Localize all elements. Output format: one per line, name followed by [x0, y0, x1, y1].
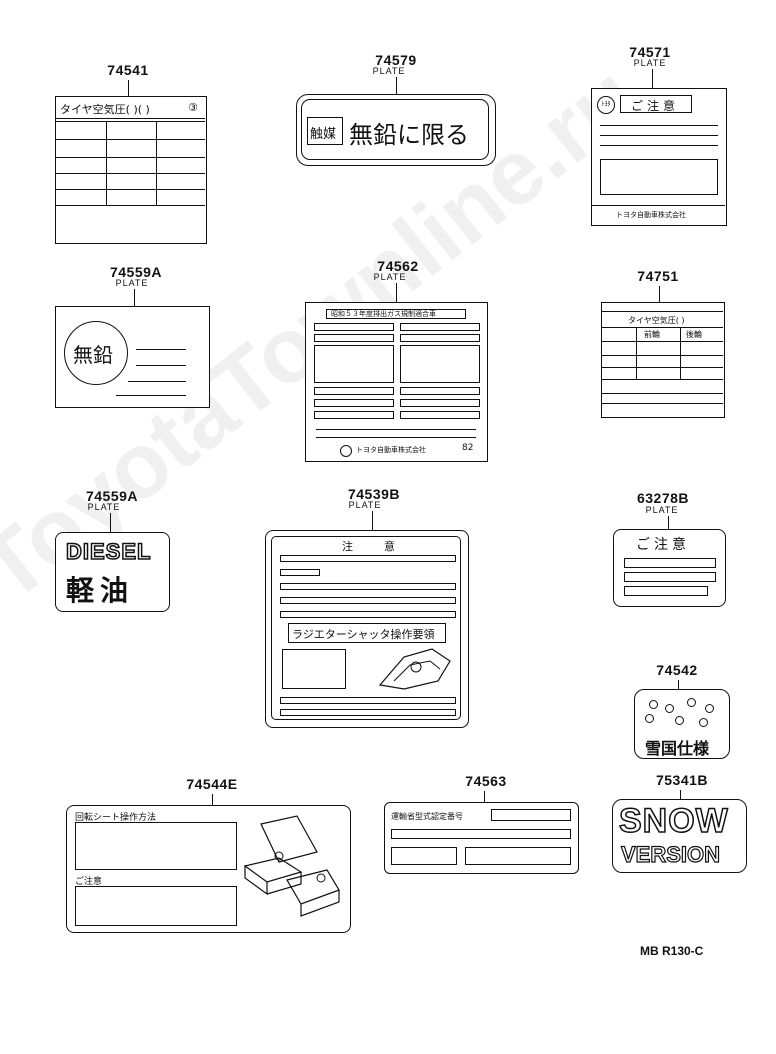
part-number: 74559A: [85, 488, 139, 504]
part-number: 74544E: [186, 776, 238, 792]
plate-label: PLATE: [115, 278, 149, 288]
snow-country-text: 雪国仕様: [645, 739, 710, 758]
plate-label: PLATE: [645, 505, 679, 515]
plate-label: PLATE: [87, 502, 121, 512]
type-approval-text: 運輸省型式認定番号: [391, 812, 463, 821]
diesel-text: DIESEL: [65, 538, 152, 565]
part-number: 74541: [107, 62, 149, 78]
part-number: 74563: [465, 773, 507, 789]
toyota-logo: ﾄﾖﾀ: [597, 96, 615, 114]
part-number: 74559A: [109, 264, 163, 280]
part-number: 74562: [377, 258, 419, 274]
emission-header: 昭和５３年度排出ガス規制適合車: [331, 310, 436, 318]
caution-title: ご注意: [631, 99, 680, 113]
plate-label: PLATE: [348, 500, 382, 510]
rotating-seat-text: 回転シート操作方法: [75, 813, 157, 823]
radiator-shutter-text: ラジエターシャッタ操作要領: [292, 628, 435, 641]
unleaded-only-text: 無鉛に限る: [349, 121, 469, 149]
maker-text: トヨタ自動車株式会社: [616, 211, 686, 219]
snow-text: SNOW: [618, 801, 729, 841]
seat-illustration: [243, 815, 340, 917]
part-number: 74751: [637, 268, 679, 284]
tire-pressure-text: タイヤ空気圧( ): [628, 316, 685, 325]
year-text: 82: [462, 443, 474, 453]
part-number: 74542: [656, 662, 698, 678]
rear-wheel-text: 後輪: [686, 330, 702, 339]
diagram-code: MB R130-C: [640, 944, 704, 958]
caution-text: ご注意: [75, 877, 103, 887]
keiyu-text: 軽油: [66, 574, 135, 607]
part-number: 74539B: [347, 486, 401, 502]
plate-label: PLATE: [372, 66, 406, 76]
part-number: 74571: [629, 44, 671, 60]
circle-number: ③: [188, 101, 198, 114]
tire-pressure-text: タイヤ空気圧( )( ): [60, 103, 150, 116]
catalyst-text: 触媒: [310, 127, 337, 142]
plate-label: PLATE: [373, 272, 407, 282]
part-number: 75341B: [655, 772, 709, 788]
plate-label: PLATE: [633, 58, 667, 68]
caution-title: 注 意: [338, 538, 409, 554]
part-number: 63278B: [636, 490, 690, 506]
front-wheel-text: 前輪: [644, 330, 660, 339]
shutter-illustration: [378, 648, 451, 690]
unleaded-text: 無鉛: [73, 343, 113, 367]
part-number: 74579: [375, 52, 417, 68]
version-text: VERSION: [620, 841, 721, 867]
maker-text: トヨタ自動車株式会社: [356, 446, 426, 454]
caution-title: ご注意: [636, 537, 690, 553]
